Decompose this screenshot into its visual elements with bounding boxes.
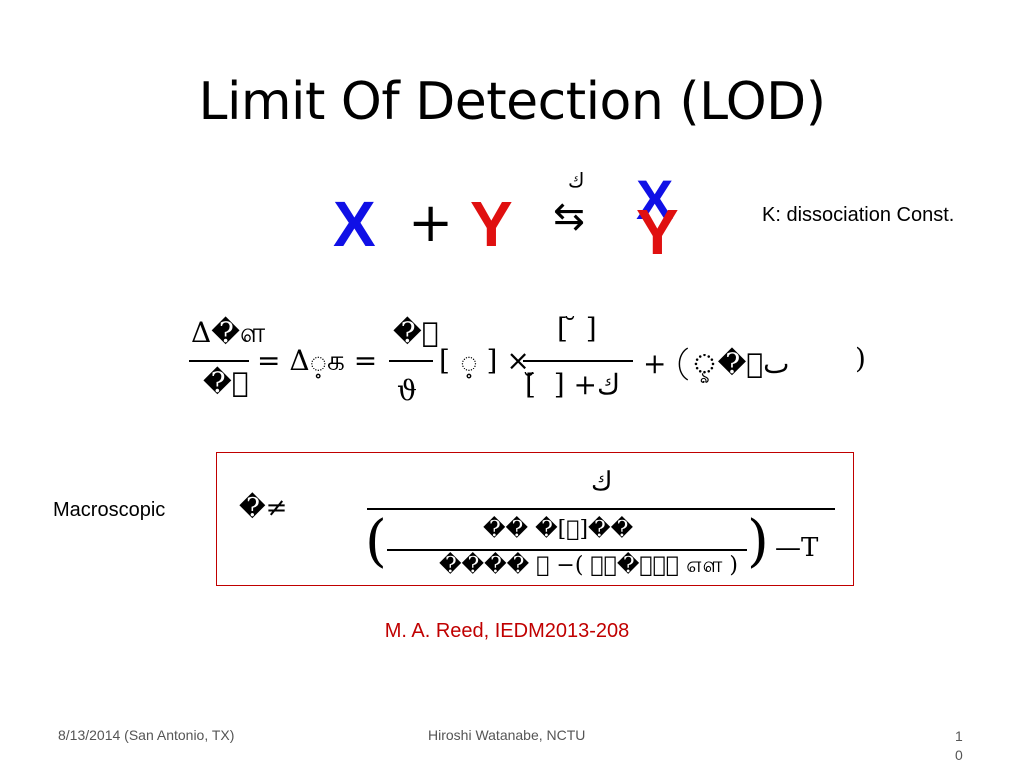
eq2-numerator: ك: [591, 467, 613, 497]
eq1-num-left: Δ�ள: [191, 316, 266, 349]
eq1-den-frac2: ϑ: [397, 374, 418, 407]
product-y: Y: [636, 196, 679, 268]
reaction-equation: X + Y ك ⇆ X Y: [0, 165, 1024, 268]
eq1-tail: + (ৢ�⃞ٮ: [643, 347, 790, 380]
equilibrium-arrows-icon: ⇆: [553, 194, 585, 238]
eq2-right-paren: ): [747, 509, 769, 574]
product-x: X: [636, 168, 674, 231]
reactant-x: X: [333, 188, 376, 260]
eq1-fraction-bar-3: [523, 360, 633, 362]
eq2-main-bar: [367, 508, 835, 510]
eq1-fraction-bar-2: [389, 360, 433, 362]
macroscopic-equation-box: �≠ ك ( �� �[⃞]�� ���� ⃞ −( ⃞⃞�⃞௨⃞ ௭ள ) )…: [216, 452, 854, 586]
macroscopic-label: Macroscopic: [53, 499, 166, 521]
eq1-num-frac2: �⃞: [393, 316, 439, 349]
eq2-left-paren: (: [365, 509, 387, 574]
eq1-den-frac3: [ ̆ ] +ك: [525, 368, 621, 401]
eq1-close-paren: ): [855, 342, 866, 375]
eq1-den-left: �⃞: [203, 366, 249, 399]
eq1-mid: = Δ့க =: [257, 344, 378, 377]
citation: M. A. Reed, IEDM2013-208: [384, 620, 630, 642]
equation-macroscopic: �≠ ك ( �� �[⃞]�� ���� ⃞ −( ⃞⃞�⃞௨⃞ ௭ள ) )…: [217, 453, 855, 587]
eq1-num-frac3: [ ̆ ]: [557, 312, 597, 345]
footer-page-number: 10: [955, 728, 963, 763]
footer-date-place: 8/13/2014 (San Antonio, TX): [58, 727, 235, 743]
eq2-tail: —T: [775, 533, 819, 563]
eq2-inner-bar: [387, 549, 747, 551]
eq2-lhs: �≠: [239, 493, 288, 523]
slide-title: Limit Of Detection (LOD): [198, 72, 826, 132]
dissociation-constant-note: K: dissociation Const.: [762, 204, 955, 226]
constant-symbol: ك: [568, 168, 585, 192]
reactant-y: Y: [470, 188, 513, 260]
footer-author: Hiroshi Watanabe, NCTU: [428, 727, 586, 743]
plus-sign: +: [408, 191, 454, 254]
eq2-inner-num: �� �[⃞]��: [483, 517, 634, 542]
eq2-inner-den: ���� ⃞ −( ⃞⃞�⃞௨⃞ ௭ள ): [439, 553, 738, 578]
equation-signal: Δ�ள �⃞ = Δ့க = �⃞ ϑ [ ့ ] × [ ̆ ] [ ̆ ] …: [185, 312, 885, 412]
eq1-fraction-bar-1: [189, 360, 249, 362]
eq1-bracket-term: [ ့ ] ×: [439, 344, 530, 377]
